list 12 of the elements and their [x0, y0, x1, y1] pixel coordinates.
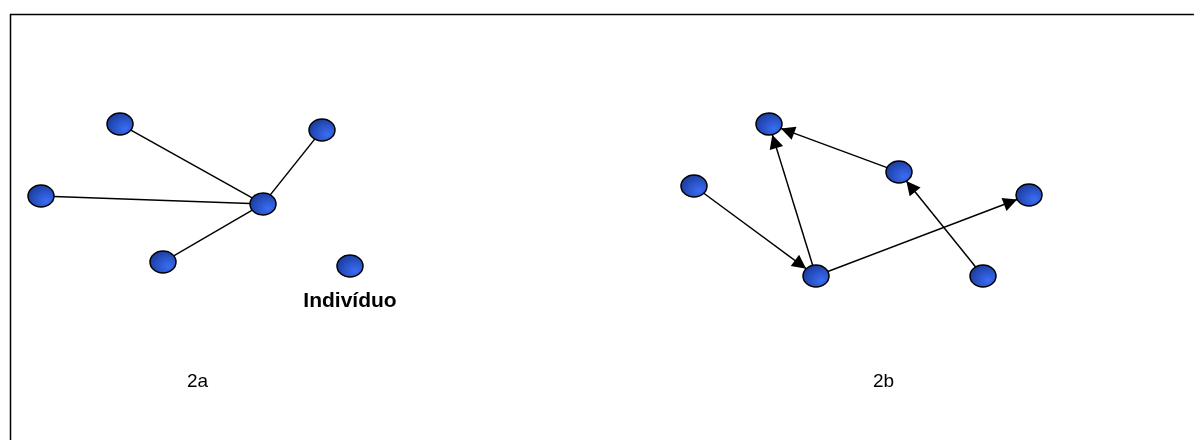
- connector-line: [172, 209, 254, 257]
- arrow: [769, 133, 814, 267]
- panel-label: 2a: [187, 370, 209, 392]
- connector-line: [53, 195, 251, 205]
- arrow: [780, 126, 888, 169]
- arrow: [703, 192, 807, 270]
- node-caption: Indivíduo: [303, 288, 397, 312]
- connector-line: [130, 129, 253, 199]
- arrow: [827, 197, 1018, 273]
- panel-label: 2b: [873, 370, 895, 392]
- connector-line: [269, 138, 316, 196]
- arrow: [905, 180, 977, 268]
